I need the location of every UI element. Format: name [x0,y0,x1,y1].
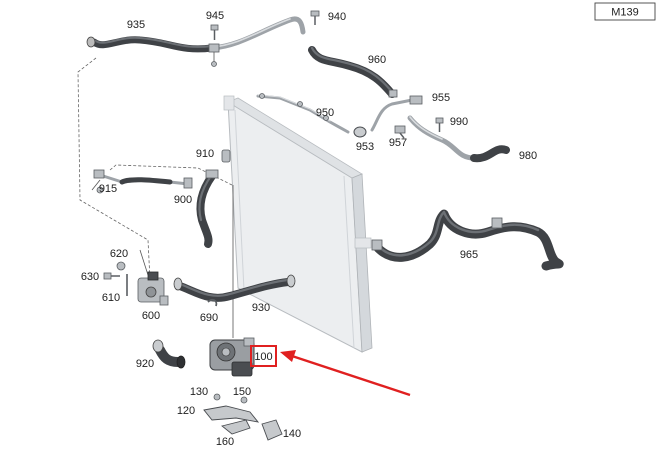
hose-900 [196,169,219,248]
callout-935: 935 [127,19,145,31]
hose-980 [407,115,510,163]
water-pump-100 [209,337,255,377]
callout-620: 620 [110,248,128,260]
diagram-code-box: M139 [594,2,656,21]
sensor-957 [394,125,406,139]
callout-130: 130 [190,386,208,398]
bracket-950 [256,93,350,134]
callout-950: 950 [316,107,334,119]
callout-915: 915 [99,183,117,195]
bolt-940 [310,10,320,25]
highlight-annotation [250,345,411,397]
callout-957: 957 [389,137,407,149]
bolt-630 [103,272,120,280]
bolt-945 [210,24,219,40]
callout-150: 150 [233,386,251,398]
highlight-box [250,345,277,367]
callout-100: 100 [254,351,272,363]
callout-140: 140 [283,428,301,440]
callout-920: 920 [136,358,154,370]
callout-965: 965 [460,249,478,261]
callout-960: 960 [368,54,386,66]
callout-910: 910 [196,148,214,160]
diagram-code: M139 [611,7,639,19]
callout-690: 690 [200,312,218,324]
bracket-140 [261,419,283,441]
callout-955: 955 [432,92,450,104]
hose-960 [308,46,398,98]
callout-900: 900 [174,194,192,206]
nut-150 [240,396,248,404]
elbow-920 [152,339,186,369]
connector-955 [370,95,423,132]
valve-600 [137,271,169,306]
bolt-990 [435,117,444,132]
clip-690 [207,299,218,307]
callout-610: 610 [102,292,120,304]
hose-930 [173,274,296,302]
clamp-953 [353,126,367,138]
bolt-620 [116,261,126,271]
callout-630: 630 [81,271,99,283]
hose-965 [371,209,564,271]
callout-990: 990 [450,116,468,128]
callout-930: 930 [252,302,270,314]
red-arrow-head [280,350,296,362]
callout-labels: 935 945 940 960 950 955 990 953 957 980 … [81,10,537,448]
pipe-915 [93,169,193,194]
callout-953: 953 [356,141,374,153]
bracket-160 [221,419,251,435]
callout-120: 120 [177,405,195,417]
nut-130 [213,393,221,401]
callout-600: 600 [142,310,160,322]
callout-940: 940 [328,11,346,23]
bracket-120 [203,405,260,423]
red-arrow-shaft [291,354,411,397]
callout-945: 945 [206,10,224,22]
callout-160: 160 [216,436,234,448]
radiator [223,95,373,353]
callout-980: 980 [519,150,537,162]
leader-lines [77,57,234,338]
fitting-910 [221,149,231,163]
hose-935 [86,16,306,67]
